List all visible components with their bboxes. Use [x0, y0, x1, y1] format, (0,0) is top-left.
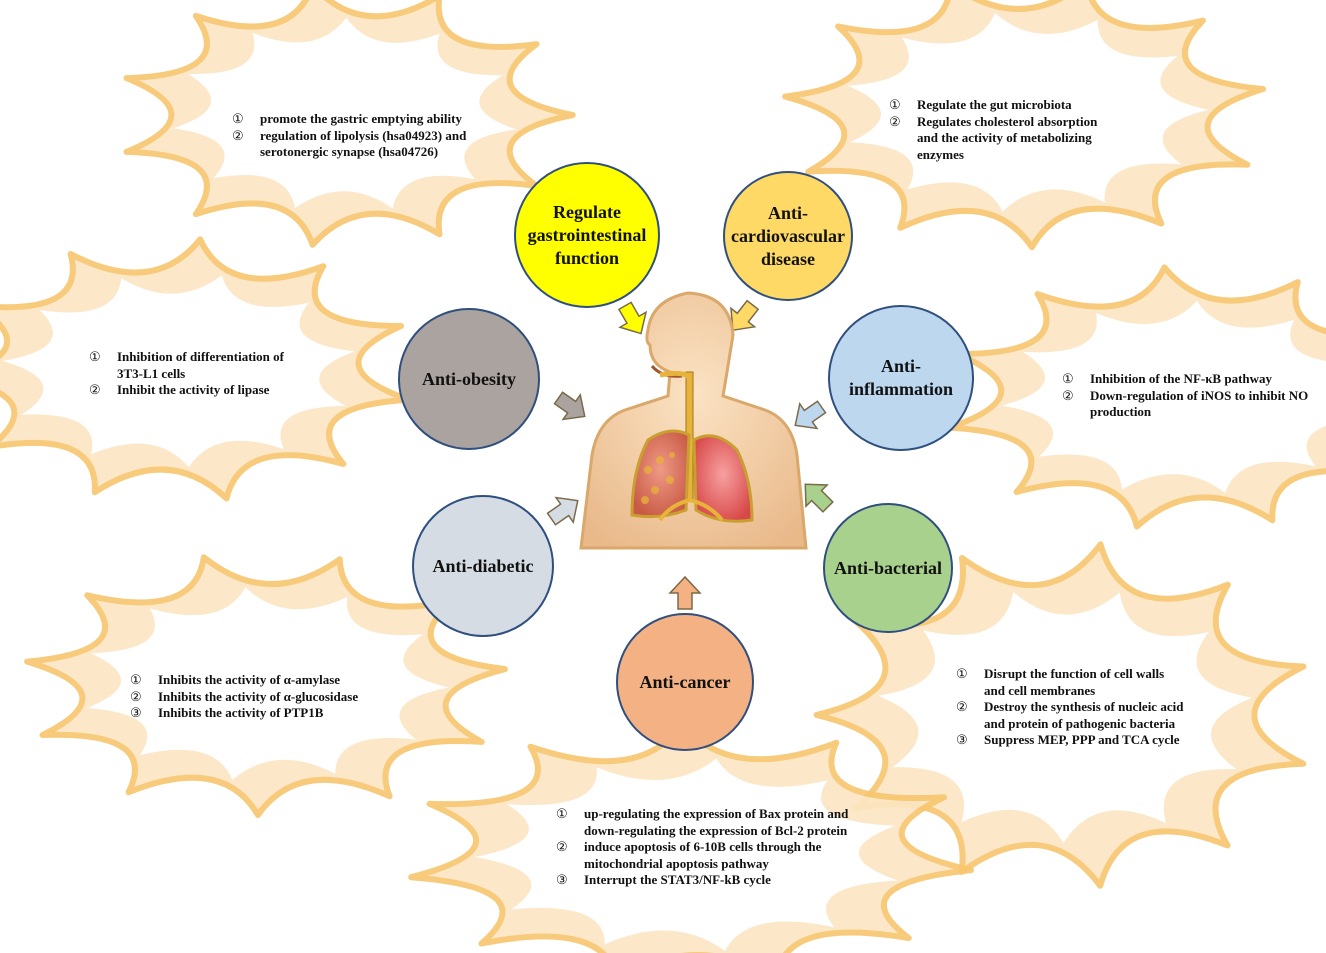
label-obesity: Anti-obesity [422, 368, 516, 389]
mechanism-text: Interrupt the STAT3/NF-kB cycle [584, 872, 771, 887]
mechanism-item: ③ Inhibits the activity of PTP1B [130, 705, 380, 722]
circle-inflam [828, 305, 974, 451]
item-number: ② [89, 382, 101, 397]
mechanism-item: ② Regulates cholesterol absorption and th… [889, 114, 1119, 164]
item-number: ③ [130, 705, 142, 720]
item-number: ① [1062, 371, 1074, 386]
mechanism-item: ② Down-regulation of iNOS to inhibit NO p… [1062, 388, 1322, 421]
item-number: ① [956, 666, 968, 681]
circle-bacterial [823, 503, 953, 633]
mechanism-item: ① Regulate the gut microbiota [889, 97, 1119, 114]
mechanism-text: Regulate the gut microbiota [917, 97, 1072, 112]
label-diabetic: Anti-diabetic [432, 555, 534, 576]
item-number: ① [889, 97, 901, 112]
mechanisms-obesity: ① Inhibition of differentiation of 3T3-L1… [89, 349, 309, 399]
mechanism-item: ② Inhibits the activity of α-glucosidase [130, 689, 380, 706]
circle-cardio [723, 171, 853, 301]
item-number: ② [1062, 387, 1074, 403]
label-inflam: Anti- inflammation [848, 356, 953, 399]
mechanisms-gi: ① promote the gastric emptying ability ② re… [232, 111, 492, 161]
arrow-inflam [794, 400, 827, 430]
mechanism-text: up-regulating the expression of Bax prot… [584, 806, 849, 838]
mechanism-item: ② induce apoptosis of 6-10B cells through… [556, 839, 866, 872]
mechanism-item: ② regulation of lipolysis (hsa04923) and … [232, 128, 492, 161]
mechanism-text: induce apoptosis of 6-10B cells through … [584, 839, 822, 871]
mechanism-text: Inhibits the activity of α-glucosidase [158, 688, 359, 704]
mechanisms-cancer: ① up-regulating the expression of Bax pro… [556, 806, 866, 889]
label-cardio: Anti- cardiovascular disease [731, 202, 845, 269]
label-cancer: Anti-cancer [639, 671, 731, 692]
item-number: ① [130, 672, 142, 687]
arrow-bacterial [804, 483, 834, 513]
mechanism-text: Inhibition of the NF-κB pathway [1090, 371, 1273, 386]
item-number: ② [889, 113, 901, 129]
arrow-cancer [668, 575, 702, 610]
mechanism-text: Destroy the synthesis of nucleic acid an… [984, 699, 1184, 731]
bubble-inflam [946, 264, 1326, 530]
mechanism-text: Inhibits the activity of α-amylase [158, 672, 341, 687]
bubble-obesity [0, 236, 412, 502]
mechanisms-diabetic: ① Inhibits the activity of α-amylase ② Inhi… [130, 672, 380, 722]
mechanism-item: ② Destroy the synthesis of nucleic acid a… [956, 699, 1186, 732]
mechanism-text: Inhibits the activity of PTP1B [158, 705, 324, 720]
item-number: ① [232, 111, 244, 126]
item-number: ① [89, 349, 101, 364]
mechanism-item: ① Disrupt the function of cell walls and … [956, 666, 1186, 699]
mechanism-item: ① up-regulating the expression of Bax pro… [556, 806, 866, 839]
mechanism-text: Suppress MEP, PPP and TCA cycle [984, 732, 1180, 747]
item-number: ① [556, 806, 568, 821]
mechanism-item: ③ Suppress MEP, PPP and TCA cycle [956, 732, 1186, 749]
bubble-diabetic [24, 554, 508, 818]
item-number: ② [130, 688, 142, 704]
mechanism-item: ① Inhibition of differentiation of 3T3-L1… [89, 349, 309, 382]
arrow-diabetic [546, 496, 579, 526]
arrow-cardio [730, 299, 760, 332]
mechanism-item: ① Inhibits the activity of α-amylase [130, 672, 380, 689]
mechanisms-inflam: ① Inhibition of the NF-κB pathway ② Down-re… [1062, 371, 1322, 421]
mechanism-text: Disrupt the function of cell walls and c… [984, 666, 1165, 698]
mechanisms-bacterial: ① Disrupt the function of cell walls and … [956, 666, 1186, 749]
human-respiratory-system-icon [579, 291, 808, 550]
arrow-obesity [553, 391, 586, 421]
mechanism-text: Down-regulation of iNOS to inhibit NO pr… [1090, 387, 1309, 420]
arrow-gi [617, 301, 648, 335]
item-number: ② [956, 699, 968, 714]
label-bacterial: Anti-bacterial [834, 557, 942, 578]
circle-gi [514, 162, 660, 308]
item-number: ② [556, 839, 568, 854]
circle-cancer [616, 613, 754, 751]
mechanism-text: Inhibit the activity of lipase [117, 382, 270, 397]
bubble-gi [123, 0, 576, 248]
bubble-cardio [782, 0, 1266, 251]
mechanism-item: ① promote the gastric emptying ability [232, 111, 492, 128]
arrows [546, 299, 834, 610]
item-number: ② [232, 127, 244, 143]
mechanism-text: regulation of lipolysis (hsa04923) and s… [260, 127, 467, 160]
mechanism-text: Inhibition of differentiation of 3T3-L1 … [117, 349, 284, 381]
bubble-cancer [408, 720, 974, 953]
mechanism-text: Regulates cholesterol absorption and the… [917, 113, 1098, 162]
mechanism-item: ① Inhibition of the NF-κB pathway [1062, 371, 1322, 388]
mechanism-text: promote the gastric emptying ability [260, 111, 462, 126]
circle-obesity [398, 308, 540, 450]
mechanisms-cardio: ① Regulate the gut microbiota ② Regulates c… [889, 97, 1119, 163]
item-number: ③ [556, 872, 568, 887]
circle-diabetic [412, 495, 554, 637]
mechanism-item: ② Inhibit the activity of lipase [89, 382, 309, 399]
item-number: ③ [956, 732, 968, 747]
label-gi: Regulate gastrointestinal function [527, 201, 647, 268]
mechanism-item: ③ Interrupt the STAT3/NF-kB cycle [556, 872, 866, 889]
